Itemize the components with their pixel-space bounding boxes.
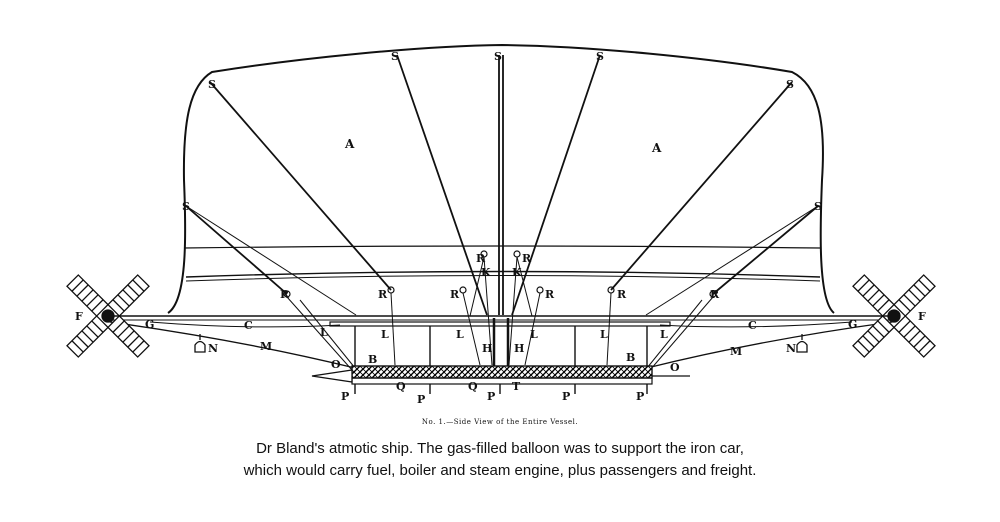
label-r: R: [476, 252, 486, 265]
left-propeller: [66, 274, 150, 358]
label-f: F: [918, 310, 926, 323]
label-l: L: [660, 328, 668, 341]
caption-line-1: Dr Bland's atmotic ship. The gas-filled …: [256, 440, 744, 457]
label-g: G: [145, 318, 154, 331]
label-m: M: [730, 345, 742, 358]
label-g: G: [848, 318, 857, 331]
label-n: N: [208, 342, 218, 355]
label-s: S: [208, 78, 216, 91]
label-r: R: [378, 288, 388, 301]
label-k: K: [481, 266, 491, 279]
label-p: P: [417, 393, 425, 406]
label-o: O: [670, 361, 680, 374]
label-a: A: [651, 141, 662, 155]
label-c: C: [244, 319, 253, 332]
label-p: P: [487, 390, 495, 403]
caption-line-2: which would carry fuel, boiler and steam…: [243, 462, 757, 479]
label-l: L: [381, 328, 389, 341]
label-q: Q: [468, 380, 478, 393]
label-a: A: [344, 137, 355, 151]
rigging-rings: [283, 250, 717, 371]
label-r: R: [545, 288, 555, 301]
label-b: B: [368, 353, 377, 366]
label-k: K: [512, 266, 522, 279]
weights: [194, 334, 808, 353]
plate-caption: No. 1.—Side View of the Entire Vessel.: [422, 418, 578, 426]
label-l: L: [320, 326, 328, 339]
airship-diagram: A A S S S S S S S R R R R R R R R K K F …: [66, 43, 936, 426]
label-n: N: [786, 342, 796, 355]
label-p: P: [562, 390, 570, 403]
label-r: R: [522, 252, 532, 265]
label-r: R: [617, 288, 627, 301]
balloon-envelope: [110, 43, 892, 321]
label-s: S: [786, 78, 794, 91]
label-s: S: [596, 50, 604, 63]
diagram-labels: A A S S S S S S S R R R R R R R R K K F …: [75, 50, 926, 406]
label-r: R: [710, 288, 720, 301]
label-s: S: [182, 200, 190, 213]
label-l: L: [530, 328, 538, 341]
label-l: L: [600, 328, 608, 341]
label-s: S: [814, 200, 822, 213]
label-h: H: [514, 342, 524, 355]
label-s: S: [494, 50, 502, 63]
label-f: F: [75, 310, 83, 323]
label-s: S: [391, 50, 399, 63]
label-b: B: [626, 351, 635, 364]
label-l: L: [456, 328, 464, 341]
right-propeller: [852, 274, 936, 358]
iron-car: [311, 318, 690, 394]
label-p: P: [341, 390, 349, 403]
label-r: R: [280, 288, 290, 301]
label-t: T: [512, 380, 521, 393]
suspension-cords: [185, 54, 819, 316]
label-q: Q: [396, 380, 406, 393]
frame-struts: [109, 299, 893, 369]
label-r: R: [450, 288, 460, 301]
label-p: P: [636, 390, 644, 403]
label-c: C: [748, 319, 757, 332]
label-m: M: [260, 340, 272, 353]
label-o: O: [331, 358, 341, 371]
figure-caption: Dr Bland's atmotic ship. The gas-filled …: [0, 438, 1000, 482]
label-h: H: [482, 342, 492, 355]
